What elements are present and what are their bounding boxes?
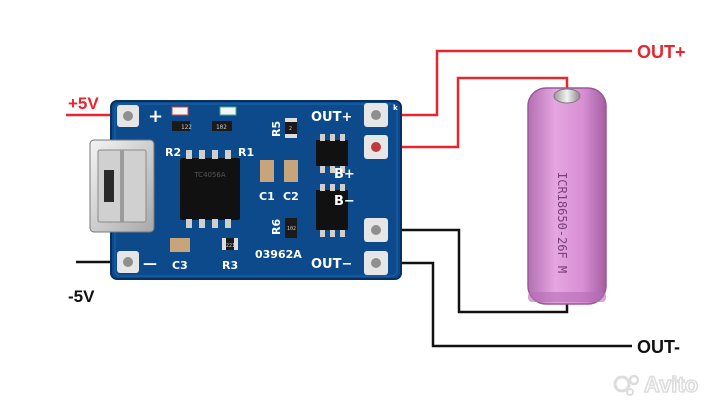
avito-watermark: Avito (613, 371, 699, 398)
led-blue (219, 106, 237, 116)
silk-r2: R2 (165, 146, 181, 159)
silk-r5: R5 (270, 121, 283, 137)
silk-b-plus: B+ (334, 167, 355, 182)
pad-b-plus (364, 135, 388, 159)
silk-code: 03962A (255, 248, 302, 261)
wire-out-plus (376, 49, 632, 117)
wire-battery-minus (376, 228, 569, 314)
silk-out-plus: OUT+ (311, 110, 352, 125)
charger-ic: TC4056A (180, 150, 240, 228)
silk-r3: R3 (222, 259, 238, 272)
chip-marking: TC4056A (193, 171, 226, 179)
watermark-text: Avito (644, 372, 698, 397)
label-out-minus: OUT- (637, 337, 680, 357)
silk-c1: C1 (259, 190, 275, 203)
wire-battery-plus (376, 76, 569, 149)
silk-b-minus: B− (334, 194, 355, 209)
code-r6: 102 (287, 226, 296, 232)
pad-minus-in (117, 251, 139, 273)
code-r5: 2 (289, 126, 292, 132)
led-red (171, 106, 189, 116)
pad-plus-in (117, 105, 139, 127)
code-r3: 221 (226, 243, 235, 249)
silk-minus: — (143, 256, 157, 272)
pad-out-plus (364, 103, 388, 127)
label-minus5v: -5V (68, 287, 95, 306)
silk-c2: C2 (283, 190, 299, 203)
battery-label: ICR18650-26F M (555, 172, 569, 273)
wires (66, 49, 632, 348)
silk-out-minus: OUT− (311, 257, 352, 272)
code-r2: 122 (181, 124, 192, 131)
charger-board: TC4056A + — R2 R1 R5 C1 (89, 100, 402, 280)
silk-plus: + (148, 106, 163, 127)
label-plus5v: +5V (68, 94, 99, 113)
silk-r6: R6 (270, 219, 283, 235)
silk-corner-k: k (393, 104, 398, 112)
micro-usb-connector (89, 139, 155, 233)
pad-b-minus (364, 218, 388, 242)
wire-out-minus (376, 261, 632, 348)
pad-out-minus (364, 251, 388, 275)
silk-c3: C3 (172, 259, 188, 272)
code-r1: 102 (216, 124, 227, 131)
label-out-plus: OUT+ (637, 42, 686, 62)
battery-18650: ICR18650-26F M (527, 87, 607, 305)
battery-positive-cap (553, 88, 581, 104)
protection-ic (316, 134, 348, 237)
silk-r1: R1 (238, 146, 254, 159)
